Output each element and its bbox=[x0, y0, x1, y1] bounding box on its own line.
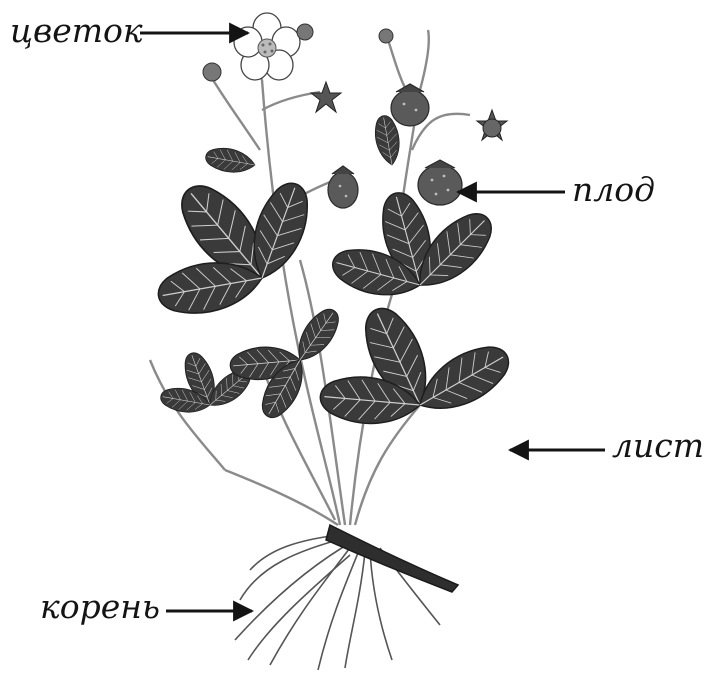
leaf-group-upper-right bbox=[328, 188, 503, 305]
fruit-icon bbox=[418, 165, 462, 205]
flower-icon bbox=[234, 13, 300, 80]
roots bbox=[235, 535, 440, 670]
label-root: корень bbox=[40, 590, 160, 623]
label-fruit: плод bbox=[572, 173, 655, 206]
sepal-star-right bbox=[477, 110, 507, 140]
label-flower: цветок bbox=[10, 14, 143, 47]
leaf-small-top bbox=[204, 145, 257, 176]
leaf-group-upper-left bbox=[154, 173, 317, 320]
sepal-star bbox=[311, 82, 341, 112]
label-leaf: лист bbox=[612, 429, 704, 462]
